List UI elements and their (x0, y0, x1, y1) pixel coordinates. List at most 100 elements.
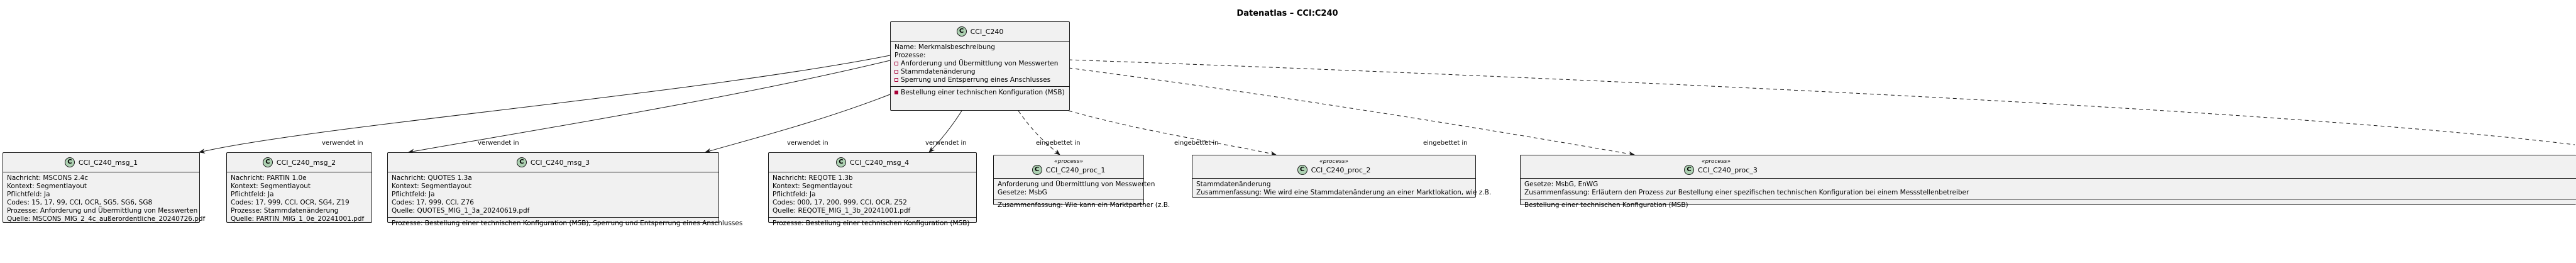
class-header: C CCI_C240 (891, 22, 1069, 42)
stereotype-label: «process» (1319, 159, 1348, 165)
method-row: Zusammenfassung: Wie kann ein Marktpartn… (998, 201, 1170, 209)
class-header: «process» C CCI_C240_proc_1 (994, 155, 1143, 179)
class-attributes: Nachricht: QUOTES 1.3a Kontext: Segmentl… (388, 172, 718, 218)
class-icon: C (835, 157, 846, 167)
attribute-row: Prozesse: Anforderung und Übermittlung v… (7, 207, 198, 215)
class-icon: C (1297, 165, 1307, 175)
attribute-row: Zusammenfassung: Wie wird eine Stammdate… (1196, 189, 1492, 196)
attribute-row: Gesetze: MsbG, EnWG (1524, 181, 1599, 188)
class-methods: Zusammenfassung: Wie kann ein Marktpartn… (994, 199, 1170, 211)
attribute-row: Nachricht: PARTIN 1.0e (231, 174, 307, 182)
private-method-icon (894, 91, 898, 94)
attribute-row: Name: Merkmalsbeschreibung (894, 43, 995, 51)
class-name: CCI_C240_proc_3 (1698, 165, 1758, 174)
class-header: C CCI_C240_msg_4 (769, 153, 976, 172)
stereotype-label: «process» (1702, 159, 1731, 165)
method-row: Prozesse: Bestellung einer technischen K… (392, 220, 743, 227)
attribute-row: Prozesse: Stammdatenänderung (231, 207, 339, 215)
attribute-row: Codes: 15, 17, 99, CCI, OCR, SG5, SG6, S… (7, 199, 153, 206)
attribute-row: Codes: 17, 999, CCI, Z76 (392, 199, 474, 206)
class-name: CCI_C240_msg_4 (849, 158, 910, 167)
edge-label-proc-3: eingebettet in (1423, 140, 1468, 147)
attribute-row: Quelle: PARTIN_MIG_1_0e_20241001.pdf (231, 215, 365, 223)
attribute-row: Stammdatenänderung (1196, 181, 1271, 188)
attribute-row: Sperrung und Entsperrung eines Anschluss… (894, 76, 1065, 84)
class-name: CCI_C240_proc_2 (1311, 165, 1371, 174)
class-node-msg-4[interactable]: C CCI_C240_msg_4 Nachricht: REQOTE 1.3b … (768, 152, 977, 227)
class-node-msg-2[interactable]: C CCI_C240_msg_2 Nachricht: PARTIN 1.0e … (226, 152, 372, 223)
process-node-2[interactable]: «process» C CCI_C240_proc_2 Stammdatenän… (1192, 155, 1492, 199)
process-node-1[interactable]: «process» C CCI_C240_proc_1 Anforderung … (993, 155, 1170, 209)
attribute-row: Kontext: Segmentlayout (392, 182, 472, 190)
attribute-row: Pflichtfeld: Ja (392, 191, 435, 198)
edge-label-msg-1: verwendet in (322, 140, 363, 147)
class-node-msg-1[interactable]: C CCI_C240_msg_1 Nachricht: MSCONS 2.4c … (3, 152, 206, 225)
class-methods: Prozesse: Bestellung einer technischen K… (769, 218, 976, 230)
private-field-icon (894, 70, 898, 74)
class-header: «process» C CCI_C240_proc_2 (1192, 155, 1475, 179)
attribute-row: Prozesse: (894, 52, 926, 59)
edge-proc-1 (1018, 110, 1060, 155)
class-header: «process» C CCI_C240_proc_3 (1521, 155, 2576, 179)
attribute-row: Zusammenfassung: Erläutern den Prozess z… (1524, 189, 1969, 196)
edge-msg-1 (199, 55, 891, 154)
class-methods: Bestellung einer technischen Konfigurati… (1521, 199, 2576, 211)
class-icon: C (956, 26, 967, 36)
class-icon: C (516, 157, 527, 167)
attribute-row: Nachricht: QUOTES 1.3a (392, 174, 472, 182)
attribute-row: Stammdatenänderung (894, 68, 1065, 76)
class-header: C CCI_C240_msg_1 (3, 153, 199, 172)
class-name: CCI_C240_msg_3 (530, 158, 590, 167)
class-attributes: Stammdatenänderung Zusammenfassung: Wie … (1192, 179, 1492, 199)
attribute-row: Codes: 000, 17, 200, 999, CCI, OCR, Z52 (773, 199, 907, 206)
private-field-icon (894, 78, 898, 82)
class-node-cci-c240[interactable]: C CCI_C240 Name: Merkmalsbeschreibung Pr… (890, 21, 1070, 111)
attribute-row: Codes: 17, 999, CCI, OCR, SG4, Z19 (231, 199, 350, 206)
class-attributes: Gesetze: MsbG, EnWG Zusammenfassung: Erl… (1521, 179, 2576, 199)
class-attributes: Anforderung und Übermittlung von Messwer… (994, 179, 1155, 199)
attribute-row: Gesetze: MsbG (998, 189, 1047, 196)
class-icon: C (1684, 165, 1694, 175)
edge-msg-4 (928, 110, 962, 153)
edge-label-proc-2: eingebettet in (1174, 140, 1219, 147)
class-name: CCI_C240_msg_1 (78, 158, 138, 167)
attribute-row: Anforderung und Übermittlung von Messwer… (998, 181, 1155, 188)
class-name: CCI_C240 (970, 27, 1004, 36)
attribute-row: Nachricht: REQOTE 1.3b (773, 174, 853, 182)
edge-offscreen (1068, 59, 2575, 145)
class-attributes: Nachricht: PARTIN 1.0e Kontext: Segmentl… (227, 172, 372, 225)
edge-label-msg-4: verwendet in (925, 140, 967, 147)
edge-msg-2 (408, 60, 891, 154)
edge-proc-2 (1068, 110, 1277, 156)
class-header: C CCI_C240_msg_2 (227, 153, 372, 172)
edge-label-proc-1: eingebettet in (1036, 140, 1081, 147)
attribute-row: Kontext: Segmentlayout (231, 182, 311, 190)
class-methods: Bestellung einer technischen Konfigurati… (891, 87, 1069, 99)
attribute-row: Pflichtfeld: Ja (7, 191, 50, 198)
class-icon: C (64, 157, 75, 167)
private-field-icon (894, 62, 898, 65)
attribute-row: Kontext: Segmentlayout (7, 182, 87, 190)
attribute-row: Pflichtfeld: Ja (231, 191, 274, 198)
attribute-row: Anforderung und Übermittlung von Messwer… (894, 60, 1065, 68)
class-node-msg-3[interactable]: C CCI_C240_msg_3 Nachricht: QUOTES 1.3a … (387, 152, 742, 227)
attribute-row: Kontext: Segmentlayout (773, 182, 853, 190)
class-icon: C (1032, 165, 1042, 175)
edge-label-msg-3: verwendet in (787, 140, 828, 147)
class-name: CCI_C240_proc_1 (1045, 165, 1106, 174)
class-icon: C (262, 157, 273, 167)
method-row: Bestellung einer technischen Konfigurati… (894, 89, 1065, 97)
attribute-row: Pflichtfeld: Ja (773, 191, 816, 198)
attribute-row: Quelle: MSCONS_MIG_2_4c_außerordentliche… (7, 215, 206, 223)
edge-proc-3 (1068, 67, 1635, 157)
attribute-row: Quelle: REQOTE_MIG_1_3b_20241001.pdf (773, 207, 911, 215)
class-attributes: Nachricht: MSCONS 2.4c Kontext: Segmentl… (3, 172, 206, 225)
class-attributes: Name: Merkmalsbeschreibung Prozesse: Anf… (891, 42, 1069, 87)
attribute-row: Nachricht: MSCONS 2.4c (7, 174, 89, 182)
class-methods: Prozesse: Bestellung einer technischen K… (388, 218, 743, 230)
process-node-3[interactable]: «process» C CCI_C240_proc_3 Gesetze: Msb… (1520, 155, 2576, 209)
class-header: C CCI_C240_msg_3 (388, 153, 718, 172)
edge-msg-3 (705, 94, 891, 154)
method-row: Prozesse: Bestellung einer technischen K… (773, 220, 970, 227)
